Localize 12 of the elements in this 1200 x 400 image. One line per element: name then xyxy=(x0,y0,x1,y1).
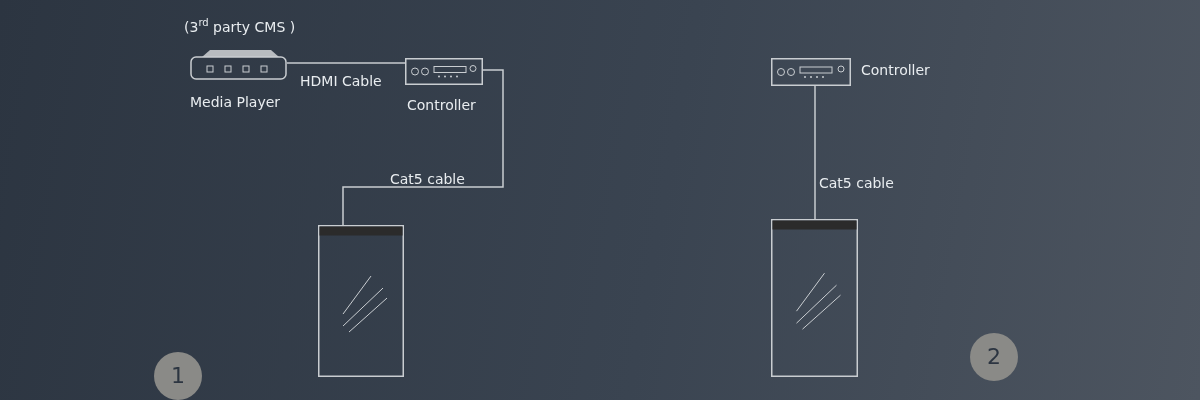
cable-line xyxy=(342,69,504,226)
cable-line xyxy=(286,62,406,64)
device-caption: (3$^{rd}$ party CMS ) xyxy=(184,16,296,36)
step-number: 2 xyxy=(970,333,1018,381)
cable-line xyxy=(814,85,816,220)
step-number: 1 xyxy=(154,352,202,400)
device-label: Controller xyxy=(861,62,930,79)
edge-label: Cat5 cable xyxy=(819,175,894,192)
device-label: Media Player xyxy=(190,94,281,111)
device-label: Controller xyxy=(407,97,476,114)
edge-label: HDMI Cable xyxy=(300,73,382,90)
edge-label: Cat5 cable xyxy=(390,171,465,188)
